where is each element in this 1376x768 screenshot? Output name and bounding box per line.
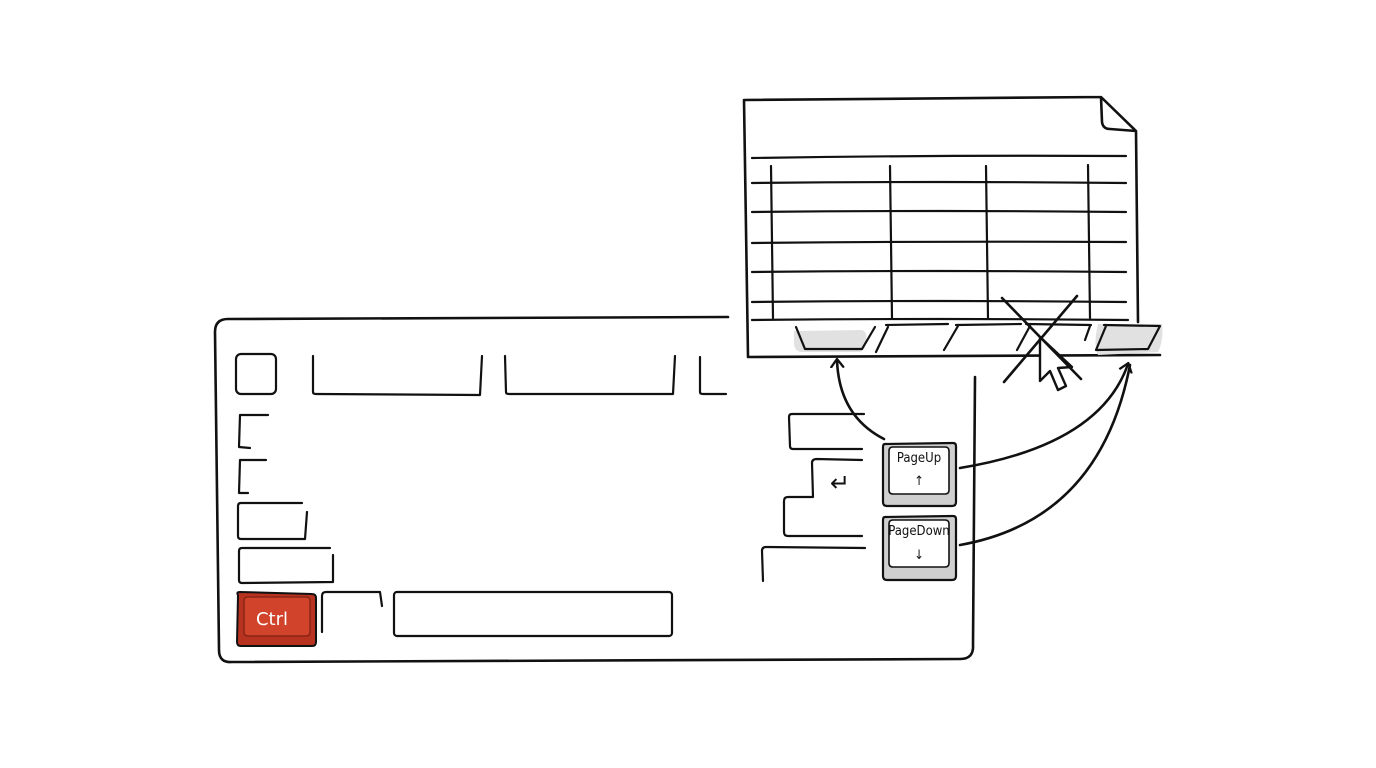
arrows [837,360,1132,547]
backslash-key [787,412,866,451]
page-down-arrow-icon: ↓ [914,548,924,563]
page-up-key: PageUp ↑ [881,441,958,508]
grid-row-line [750,240,1128,245]
left-shift-key [237,546,335,585]
page-down-key-cap [888,519,950,568]
grid-row-line [750,209,1128,214]
sheet-tab[interactable] [1015,322,1093,352]
right-shift-key [760,545,867,583]
ctrl-key-label: Ctrl [256,609,288,630]
space-bar [392,590,674,638]
sheet-tab[interactable] [942,322,1023,352]
function-key-group-1 [311,354,484,397]
grid-col-line [769,164,775,320]
crossed-out-mouse [1000,294,1083,392]
sheet-tab[interactable] [1094,323,1162,352]
alt-key [320,590,384,634]
page-up-arrow-icon: ↑ [914,474,924,489]
spreadsheet-grid [750,154,1130,322]
spreadsheet-backdrop [746,99,1138,356]
sheet-tab[interactable] [874,322,950,354]
cross-out-icon [1000,294,1083,384]
arrow-pageup-to-first-tab [837,360,886,441]
grid-row-line [750,269,1128,274]
sheet-tabs [794,322,1163,355]
enter-key [782,457,864,538]
arrow-pageup-to-last-tab [958,364,1128,470]
grid-col-line [888,164,894,320]
escape-key [234,352,278,396]
function-key-group-3 [698,355,728,396]
grid-row-line [750,154,1128,160]
keyboard-outline [213,315,977,664]
spreadsheet-outline [742,95,1162,359]
ctrl-key-cap [243,596,311,637]
enter-key-symbol: ↵ [830,469,850,497]
tab-key [237,413,270,450]
sheet-tab-highlight [1095,324,1163,355]
grid-col-line [1086,163,1092,320]
sheet-tab-highlight [794,330,867,352]
function-key-group-2 [503,354,677,396]
ctrl-key: Ctrl [235,590,317,647]
page-up-key-cap [888,446,950,495]
grid-row-line [750,180,1128,185]
sheet-tab[interactable] [794,325,877,351]
shift-key [236,501,309,541]
page-down-key: PageDown ↓ [881,514,958,582]
grid-row-line [750,299,1128,304]
page-up-key-label: PageUp [897,451,941,466]
arrow-pagedown-to-last-tab [958,363,1132,547]
spreadsheet [742,95,1163,392]
keyboard: ↵ Ctrl PageUp ↑ PageDown ↓ [213,315,977,664]
grid-bottom-line [750,317,1130,322]
caps-key [237,458,268,495]
grid-col-line [984,164,990,320]
page-down-key-label: PageDown [888,524,949,539]
